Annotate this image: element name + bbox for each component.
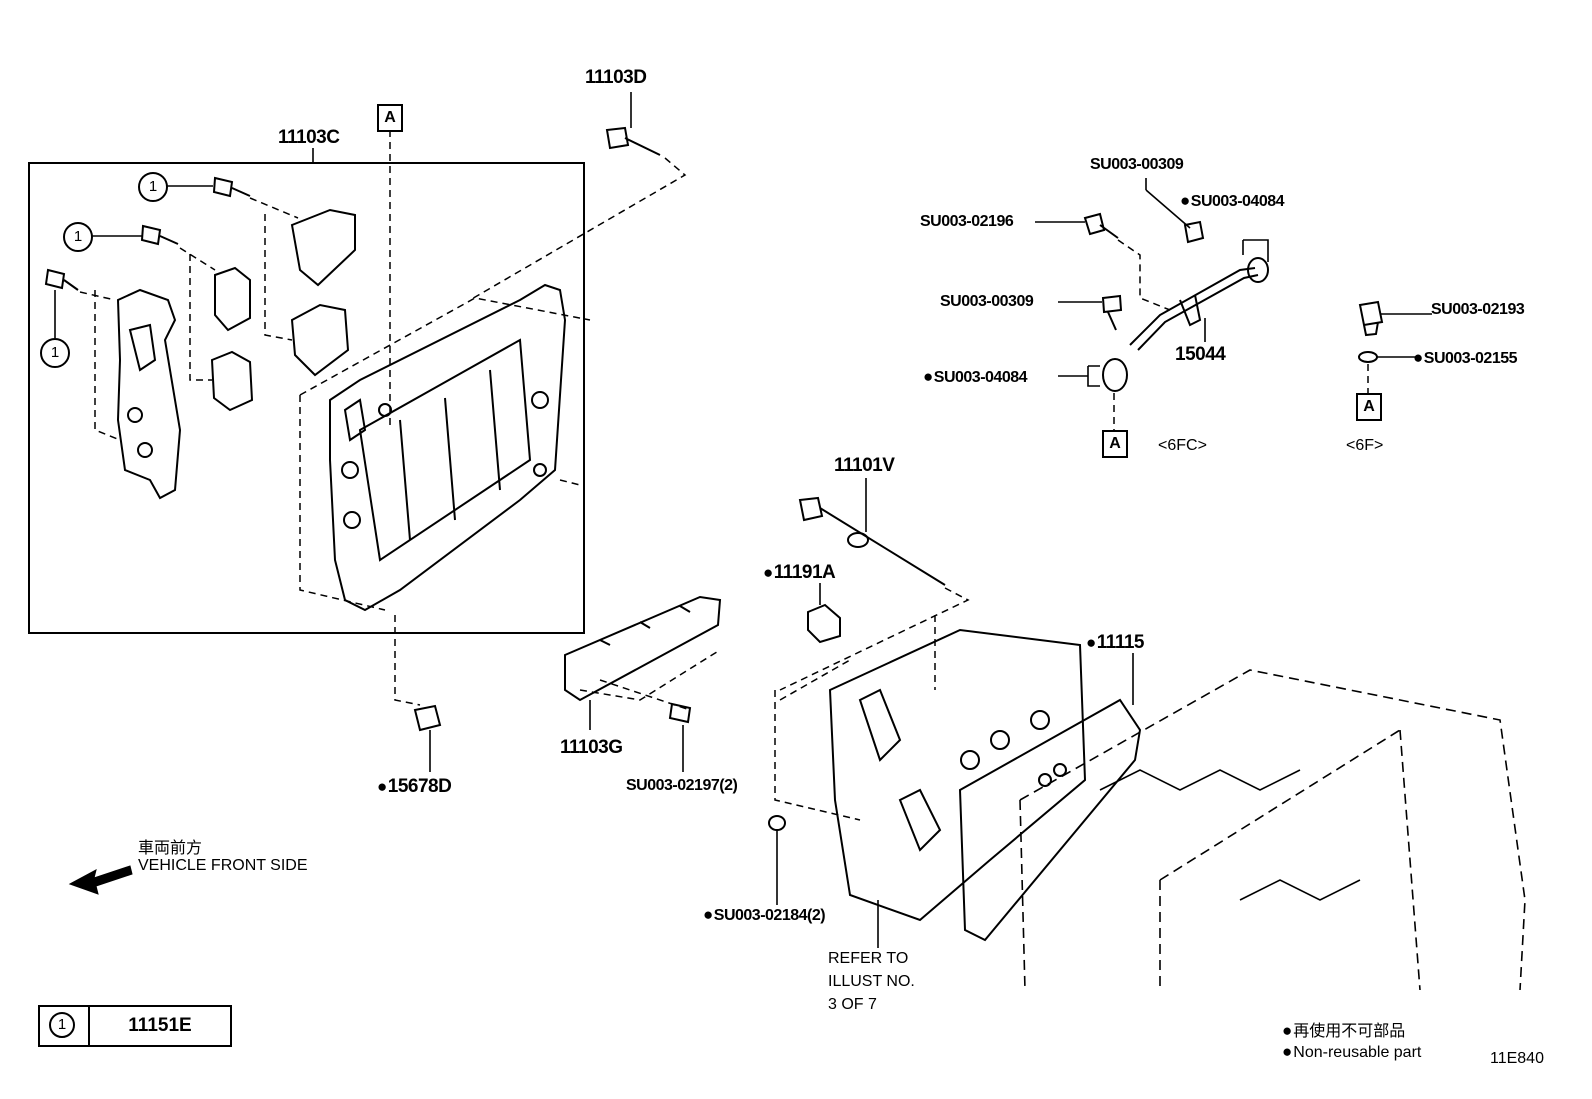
illustration-id: 11E840: [1490, 1050, 1544, 1067]
label-11101v: 11101V: [834, 455, 895, 476]
label-15044: 15044: [1175, 344, 1226, 365]
label-11115: 11115: [1086, 633, 1145, 652]
plug-15678d-drawing: [413, 704, 442, 732]
part-11103g-drawing: [564, 595, 722, 702]
plug-6f-drawing: [1358, 300, 1384, 363]
ref-a-box-top: A: [377, 104, 403, 132]
label-su003-04084-top: SU003-04084: [1180, 192, 1285, 210]
head-bolt-11101v-drawing: [798, 496, 946, 586]
cylinder-head-drawing: [828, 628, 1087, 922]
label-variant-6fc: <6FC>: [1158, 437, 1207, 454]
cylinder-block-drawing: [1019, 669, 1526, 991]
label-su003-02197: SU003-02197(2): [626, 777, 738, 794]
ref-a-box-6f: A: [1356, 393, 1382, 421]
cam-caps-drawing: [210, 208, 356, 412]
vehicle-front-jp: 車両前方: [138, 840, 203, 857]
label-su003-02184: SU003-02184(2): [703, 906, 826, 924]
refer-note-line3: 3 OF 7: [828, 996, 877, 1013]
label-su003-04084-bottom: SU003-04084: [923, 368, 1028, 386]
front-direction-arrow: [68, 865, 133, 895]
label-su003-02155: SU003-02155: [1413, 349, 1518, 367]
refer-note-line1: REFER TO: [828, 950, 909, 967]
label-11191a: 11191A: [763, 563, 836, 582]
oring-drawing: [768, 815, 786, 831]
label-variant-6f: <6F>: [1346, 437, 1384, 454]
label-su003-00309-top: SU003-00309: [1090, 156, 1184, 173]
ref-a-box-pipe: A: [1102, 430, 1128, 458]
pipe-15044-drawing: [1083, 212, 1269, 392]
refer-note-line2: ILLUST NO.: [828, 973, 915, 990]
label-15678d: 15678D: [377, 777, 452, 796]
camshaft-carrier-drawing: [329, 283, 567, 612]
label-su003-00309-mid: SU003-00309: [940, 293, 1034, 310]
label-11103g: 11103G: [560, 737, 623, 758]
assembly-frame-11103c: [28, 162, 585, 634]
label-11103d: 11103D: [585, 67, 647, 88]
vehicle-front-en: VEHICLE FRONT SIDE: [138, 857, 308, 874]
front-bridge-drawing: [116, 288, 182, 500]
legend-symbol-cell: 1: [40, 1007, 90, 1045]
circle-one-marker: 1: [49, 1012, 75, 1038]
part-legend-table: 1 11151E: [38, 1005, 232, 1047]
legend-part-cell: 11151E: [128, 1015, 192, 1036]
gasket-11115-drawing: [958, 698, 1142, 942]
legend-non-reusable-jp: 再使用不可部品: [1282, 1017, 1405, 1041]
part-11191a-drawing: [807, 603, 841, 644]
legend-non-reusable-en: Non-reusable part: [1282, 1042, 1421, 1062]
label-su003-02193: SU003-02193: [1431, 301, 1525, 318]
circle-one-marker: 1: [40, 338, 70, 368]
bolts-drawing: [44, 126, 661, 291]
label-11103c: 11103C: [278, 127, 340, 148]
circle-one-marker: 1: [138, 172, 168, 202]
circle-one-marker: 1: [63, 222, 93, 252]
label-su003-02196: SU003-02196: [920, 213, 1014, 230]
